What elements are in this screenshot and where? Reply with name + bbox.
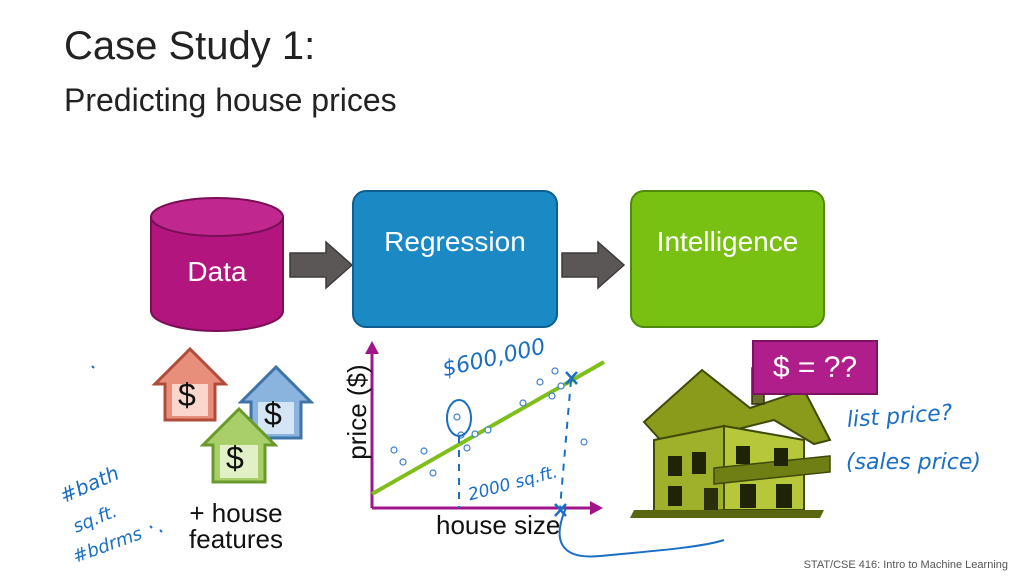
data-points (390, 367, 588, 477)
house-dollar: $ (226, 440, 244, 476)
house-dollar: $ (264, 396, 282, 432)
data-point (429, 469, 437, 477)
data-point (548, 392, 556, 400)
data-point (453, 413, 461, 421)
sales-price-annotation: (sales price) (846, 450, 981, 475)
data-point (536, 378, 544, 386)
data-point (420, 447, 428, 455)
data-point (484, 426, 492, 434)
regression-plot (365, 341, 605, 517)
house-icon (238, 364, 314, 440)
x-axis-label: house size (436, 510, 561, 540)
intelligence-label: Intelligence (656, 226, 799, 257)
data-point (390, 446, 398, 454)
data-point (471, 430, 479, 438)
price-query-box: $ = ?? (752, 340, 878, 395)
arrow-right-icon (289, 240, 354, 290)
slide-subtitle: Predicting house prices (64, 82, 397, 118)
y-axis-arrow (365, 341, 379, 354)
x-axis-arrow (590, 501, 603, 515)
intelligence-box: Intelligence (630, 190, 825, 328)
data-point (399, 458, 407, 466)
house-image (630, 367, 832, 518)
data-point (519, 399, 527, 407)
arrow-right-icon (561, 240, 626, 290)
data-point (580, 438, 588, 446)
regression-label: Regression (384, 226, 526, 257)
house-icon (152, 346, 228, 422)
data-point (463, 444, 471, 452)
house-icon (200, 406, 278, 484)
house-features-caption: + house features (189, 498, 283, 554)
data-point (557, 382, 565, 390)
x-mark-icon (565, 371, 578, 385)
data-point (551, 367, 559, 375)
house-dollar: $ (178, 377, 196, 413)
slide-title: Case Study 1: (64, 24, 316, 68)
data-label: Data (187, 256, 247, 287)
price-query-label: $ = ?? (772, 350, 858, 384)
regression-box: Regression (352, 190, 558, 328)
data-cylinder (150, 197, 284, 332)
slide-footer: STAT/CSE 416: Intro to Machine Learning (803, 559, 1008, 571)
